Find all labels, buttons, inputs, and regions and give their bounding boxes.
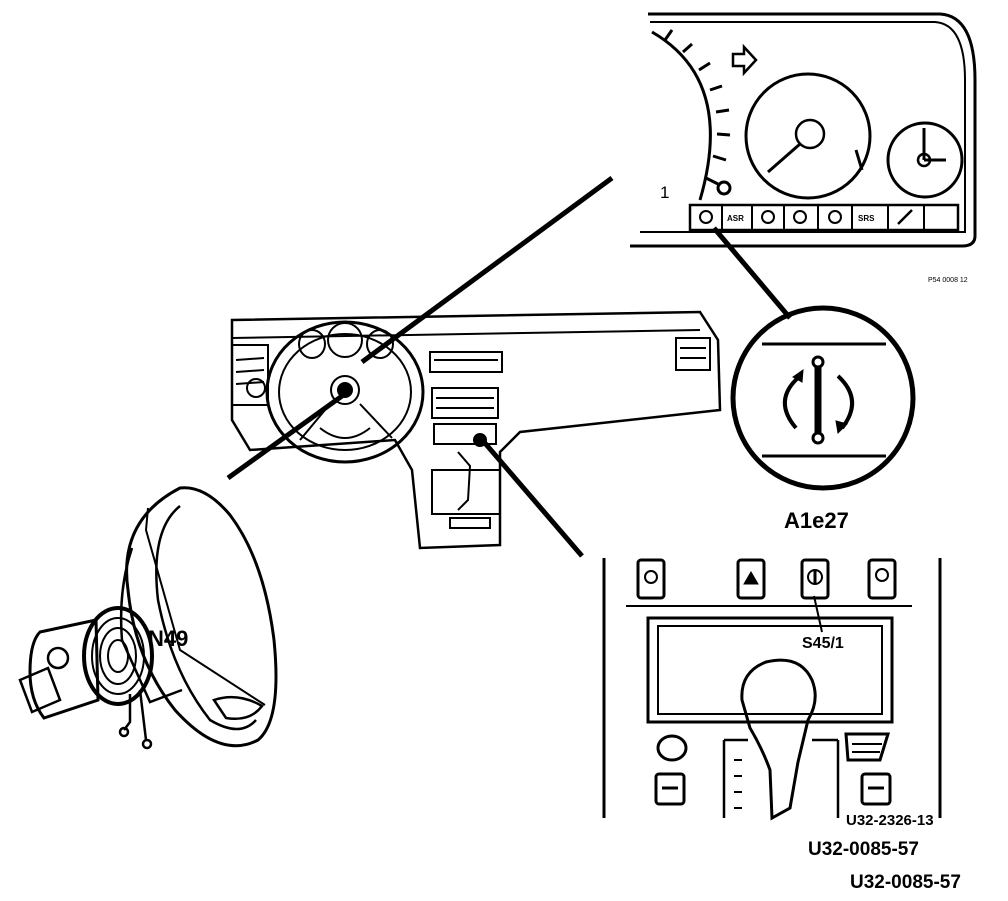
gauge-digit: 1 xyxy=(660,183,669,202)
brake-wear-lamp-icon xyxy=(782,355,855,445)
steering-wheel-inner xyxy=(278,333,412,451)
cluster-housing xyxy=(630,12,977,248)
lower-left-switch xyxy=(654,772,686,806)
gear-gate-markings xyxy=(734,759,742,809)
wheel-horn-pad xyxy=(212,695,264,720)
clock-spring-ring3 xyxy=(99,627,137,685)
dash-switch-panel xyxy=(433,423,497,445)
sensor-connector-2 xyxy=(141,738,153,750)
wheel-rim-inner xyxy=(155,505,257,731)
wheel-groove-line xyxy=(144,507,266,706)
console-panel-outer xyxy=(646,616,894,724)
steering-wheel-sensor-detail xyxy=(18,486,278,750)
brake-wear-indicator-icon xyxy=(699,210,713,224)
speedometer-hub xyxy=(794,118,826,150)
hazard-triangle-icon xyxy=(743,571,759,585)
right-air-vent xyxy=(675,337,711,371)
gear-selector-knob xyxy=(740,658,817,821)
clock-spring-ring2 xyxy=(91,617,145,695)
dash-ashtray xyxy=(449,517,491,529)
srs-indicator-label: SRS xyxy=(858,214,875,223)
instrument-cluster xyxy=(630,12,977,248)
tachometer-arc xyxy=(651,30,712,201)
console-panel-inner xyxy=(657,625,883,715)
figure-code-repeat: U32-0085-57 xyxy=(850,872,961,893)
dash-gauge-left xyxy=(298,329,326,359)
steering-wheel-spokes xyxy=(299,403,393,441)
switch-leader-line xyxy=(482,440,584,558)
asr-indicator-label: ASR xyxy=(727,214,744,223)
inset-code: U32-2326-13 xyxy=(846,812,934,829)
dash-gear-lever xyxy=(457,451,472,511)
sensor-leader-line xyxy=(226,393,344,481)
cluster-leader-line xyxy=(360,175,614,365)
steering-column-end xyxy=(18,666,62,714)
sensor-wire-1 xyxy=(123,694,132,731)
speedometer-dial xyxy=(744,72,872,200)
lower-rotary-knob xyxy=(656,734,688,762)
indicator-strip xyxy=(688,203,960,232)
console-switch-1 xyxy=(636,558,666,600)
speedometer-scale-mark xyxy=(854,149,864,171)
seat-belt-indicator-icon xyxy=(897,209,913,225)
center-vent xyxy=(429,351,503,373)
dashboard-top-line xyxy=(231,329,701,339)
dashboard-outline xyxy=(230,310,722,550)
turn-signal-arrow-icon xyxy=(731,43,758,77)
cluster-code: P54 0008 12 xyxy=(928,277,968,284)
lower-right-vent xyxy=(844,732,891,762)
tachometer-ticks xyxy=(663,29,731,186)
steering-column-bolt xyxy=(46,646,70,670)
dash-gauge-right xyxy=(366,329,394,359)
leader-lines xyxy=(226,175,614,558)
lower-right-switch xyxy=(860,772,892,806)
steering-wheel-hub xyxy=(330,375,360,405)
speedometer-needle xyxy=(767,142,801,174)
sensor-wire-2 xyxy=(138,689,148,741)
brake-indicator-icon xyxy=(793,210,807,224)
abs-indicator-icon xyxy=(761,210,775,224)
horn-hub-dot xyxy=(337,382,353,398)
console-switch-4 xyxy=(867,558,897,600)
cluster-inner-rim xyxy=(640,21,966,233)
dash-radio xyxy=(431,387,499,419)
center-console-detail xyxy=(602,558,942,821)
lamp-leader-line xyxy=(712,226,792,320)
console-hazard-switch xyxy=(736,558,766,600)
dashboard-overview xyxy=(230,310,722,550)
dash-gauge-center xyxy=(327,322,363,358)
sensor-connector-1 xyxy=(118,726,130,738)
warning-lamp-detail xyxy=(712,226,916,491)
wheel-hub-cone xyxy=(119,547,183,704)
clock-spring-core xyxy=(107,639,129,673)
light-switch xyxy=(246,378,266,398)
clock-spring-outer xyxy=(82,606,154,706)
dash-console xyxy=(431,469,501,515)
sensor-label: N49 xyxy=(148,626,188,651)
wheel-rim-outer xyxy=(125,486,278,748)
figure-code: U32-0085-57 xyxy=(808,839,919,860)
lamp-magnifier-circle xyxy=(730,305,916,491)
cluster-reset-knob xyxy=(716,180,732,196)
switch-label: S45/1 xyxy=(802,635,844,652)
warning-lamp-label: A1e27 xyxy=(784,508,849,533)
indicator-dividers xyxy=(721,205,925,230)
gear-gate xyxy=(722,738,840,818)
brake-fluid-indicator-icon xyxy=(828,210,842,224)
clock-dial xyxy=(886,121,964,199)
